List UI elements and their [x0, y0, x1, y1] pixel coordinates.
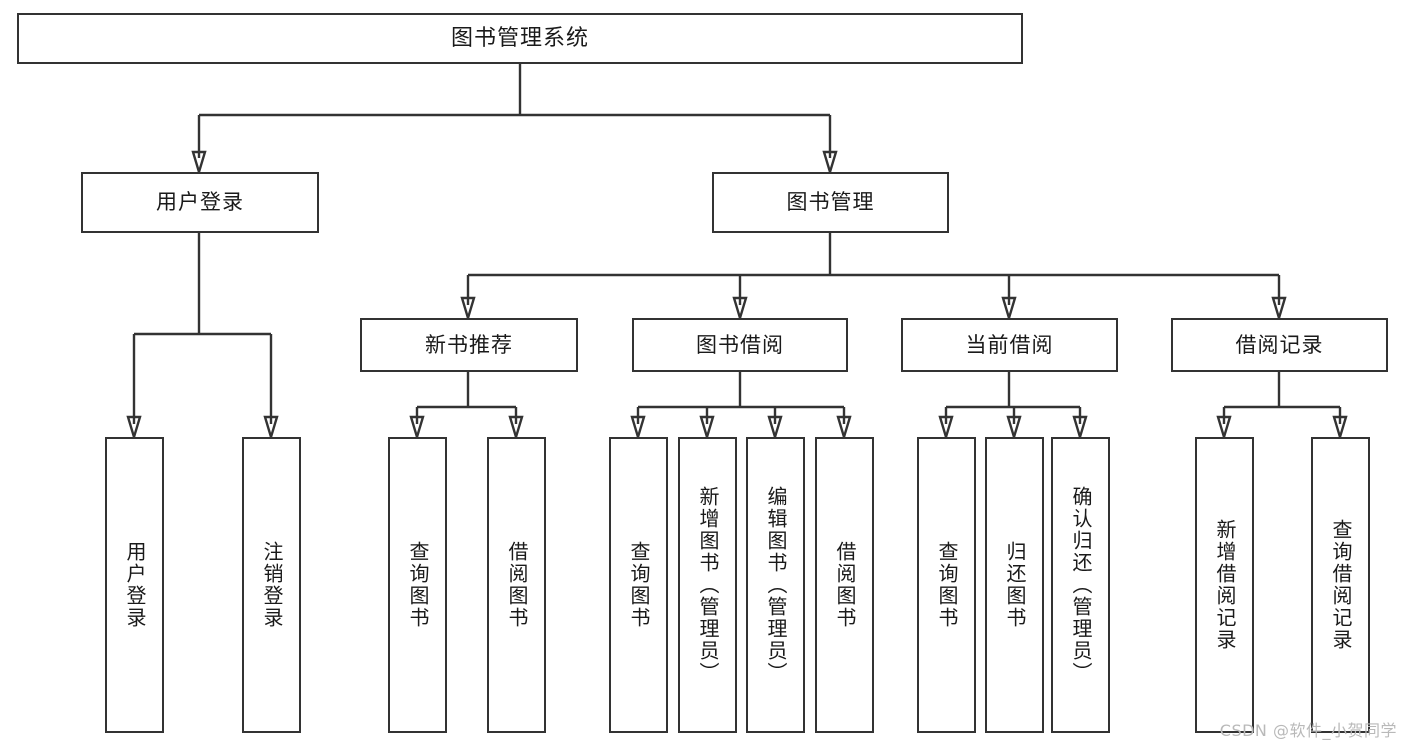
- link-user-login-leaf-2: [263, 334, 279, 442]
- leaf-label: 确认归还（管理员）: [1069, 486, 1093, 684]
- leaf-record-add[interactable]: 新增借阅记录: [1195, 437, 1254, 733]
- node-current-borrow[interactable]: 当前借阅: [901, 318, 1118, 372]
- leaf-label: 借阅图书: [833, 541, 857, 629]
- link-root-to-book-manage: [822, 115, 838, 177]
- leaf-label: 借阅图书: [505, 541, 529, 629]
- link-record-leaf-1: [1216, 407, 1232, 442]
- node-new-book-recommend-label: 新书推荐: [425, 332, 513, 357]
- link-borrow-leaf-1: [630, 407, 646, 442]
- link-borrow-leaf-3: [767, 407, 783, 442]
- leaf-borrow-edit-book[interactable]: 编辑图书（管理员）: [746, 437, 805, 733]
- link-record-leaf-2: [1332, 407, 1348, 442]
- leaf-current-return-book[interactable]: 归还图书: [985, 437, 1044, 733]
- leaf-label: 新增借阅记录: [1213, 519, 1237, 651]
- node-root-label: 图书管理系统: [450, 25, 589, 51]
- leaf-new-book-borrow[interactable]: 借阅图书: [487, 437, 546, 733]
- leaf-label: 编辑图书（管理员）: [764, 486, 788, 684]
- leaf-current-query-book[interactable]: 查询图书: [917, 437, 976, 733]
- node-current-borrow-label: 当前借阅: [965, 332, 1054, 357]
- leaf-label: 注销登录: [260, 541, 284, 629]
- leaf-label: 用户登录: [123, 541, 147, 629]
- leaf-borrow-borrow-book[interactable]: 借阅图书: [815, 437, 874, 733]
- link-book-manage-to-new-book: [460, 275, 476, 323]
- node-user-login[interactable]: 用户登录: [81, 172, 319, 233]
- node-new-book-recommend[interactable]: 新书推荐: [360, 318, 578, 372]
- leaf-label: 查询借阅记录: [1329, 519, 1353, 651]
- leaf-label: 查询图书: [935, 541, 959, 629]
- link-borrow-leaf-2: [699, 407, 715, 442]
- leaf-current-confirm-return[interactable]: 确认归还（管理员）: [1051, 437, 1110, 733]
- leaf-user-login-logout[interactable]: 注销登录: [242, 437, 301, 733]
- link-book-manage-to-borrow: [732, 275, 748, 323]
- node-borrow-record-label: 借阅记录: [1235, 332, 1324, 357]
- link-new-book-leaf-2: [508, 407, 524, 442]
- link-borrow-leaf-4: [836, 407, 852, 442]
- node-book-borrow-label: 图书借阅: [696, 332, 784, 357]
- leaf-new-book-query[interactable]: 查询图书: [388, 437, 447, 733]
- link-current-leaf-2: [1006, 407, 1022, 442]
- leaf-borrow-query-book[interactable]: 查询图书: [609, 437, 668, 733]
- node-book-borrow[interactable]: 图书借阅: [632, 318, 848, 372]
- link-current-leaf-3: [1072, 407, 1088, 442]
- link-user-login-leaf-1: [126, 334, 142, 442]
- leaf-label: 新增图书（管理员）: [696, 486, 720, 684]
- leaf-label: 查询图书: [627, 541, 651, 629]
- link-root-to-user-login: [191, 115, 207, 177]
- node-root[interactable]: 图书管理系统: [17, 13, 1023, 64]
- leaf-label: 查询图书: [406, 541, 430, 629]
- link-book-manage-to-current: [1001, 275, 1017, 323]
- node-book-management-label: 图书管理: [786, 190, 875, 215]
- link-current-leaf-1: [938, 407, 954, 442]
- watermark: CSDN @软件_小贺同学: [1219, 721, 1397, 740]
- node-user-login-label: 用户登录: [156, 190, 244, 215]
- leaf-user-login-login[interactable]: 用户登录: [105, 437, 164, 733]
- node-borrow-record[interactable]: 借阅记录: [1171, 318, 1388, 372]
- link-book-manage-to-record: [1271, 275, 1287, 323]
- link-new-book-leaf-1: [409, 407, 425, 442]
- leaf-borrow-add-book[interactable]: 新增图书（管理员）: [678, 437, 737, 733]
- leaf-record-query[interactable]: 查询借阅记录: [1311, 437, 1370, 733]
- node-book-management[interactable]: 图书管理: [712, 172, 949, 233]
- leaf-label: 归还图书: [1003, 541, 1027, 629]
